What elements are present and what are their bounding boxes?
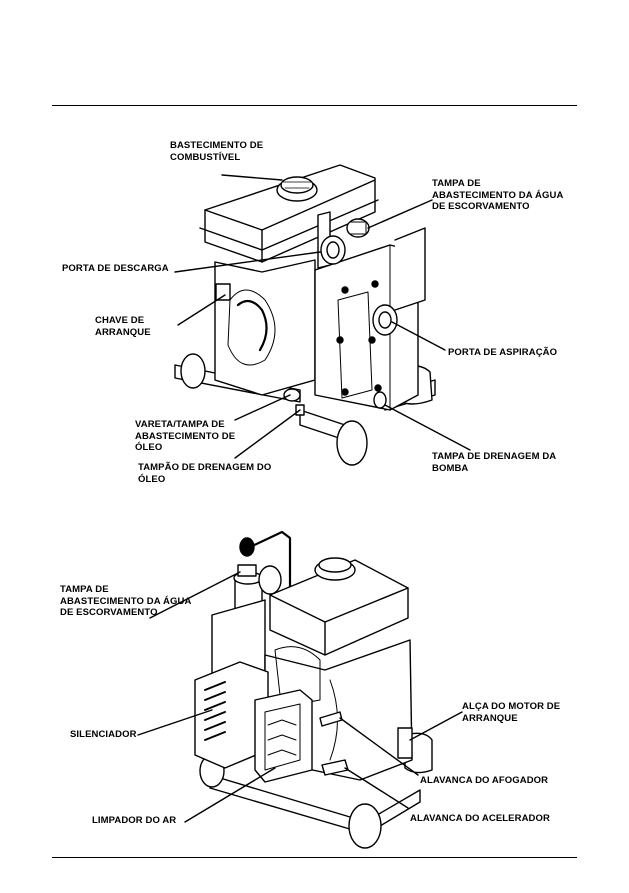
label-discharge-port: PORTA DE DESCARGA (62, 263, 169, 274)
rubber-foot-front (337, 421, 367, 465)
recoil-starter-handle (398, 728, 412, 758)
discharge-port (321, 236, 345, 264)
rubber-foot-left (181, 354, 205, 388)
label-pump-drain: TAMPA DE DRENAGEM DA BOMBA (432, 451, 557, 474)
rubber-foot-rear-front (349, 804, 381, 848)
label-suction-port: PORTA DE ASPIRAÇÃO (448, 347, 558, 358)
priming-cap-rear (238, 565, 256, 576)
carry-handle (248, 532, 290, 610)
fuel-tank-rear (270, 560, 408, 655)
label-priming-cap-top: TAMPA DE ABASTECIMENTO DA ÁGUA DE ESCORV… (432, 178, 564, 212)
label-start-switch: CHAVE DE ARRANQUE (95, 315, 151, 338)
label-muffler: SILENCIADOR (70, 729, 137, 740)
label-throttle-lever: ALAVANCA DO ACELERADOR (410, 813, 550, 824)
pump-drain-cap (374, 392, 386, 408)
label-dipstick: VARETA/TAMPA DE ABASTECIMENTO DE ÓLEO (135, 419, 236, 453)
label-recoil-starter: ALÇA DO MOTOR DE ARRANQUE (462, 701, 561, 724)
bottom-rule (52, 857, 577, 858)
suction-port (373, 305, 397, 335)
top-rule (52, 105, 577, 106)
label-air-cleaner: LIMPADOR DO AR (92, 815, 177, 826)
handle-grip (240, 538, 254, 556)
start-switch (216, 284, 230, 300)
label-choke-lever: ALAVANCA DO AFOGADOR (420, 775, 549, 786)
label-oil-drain: TAMPÃO DE DRENAGEM DO ÓLEO (138, 462, 272, 485)
dipstick (284, 389, 300, 401)
label-priming-cap-bottom: TAMPA DE ABASTECIMENTO DA ÁGUA DE ESCORV… (60, 584, 192, 618)
fuel-tank (205, 165, 375, 262)
label-fuel-fill: BASTECIMENTO DE COMBUSTÍVEL (170, 140, 264, 163)
